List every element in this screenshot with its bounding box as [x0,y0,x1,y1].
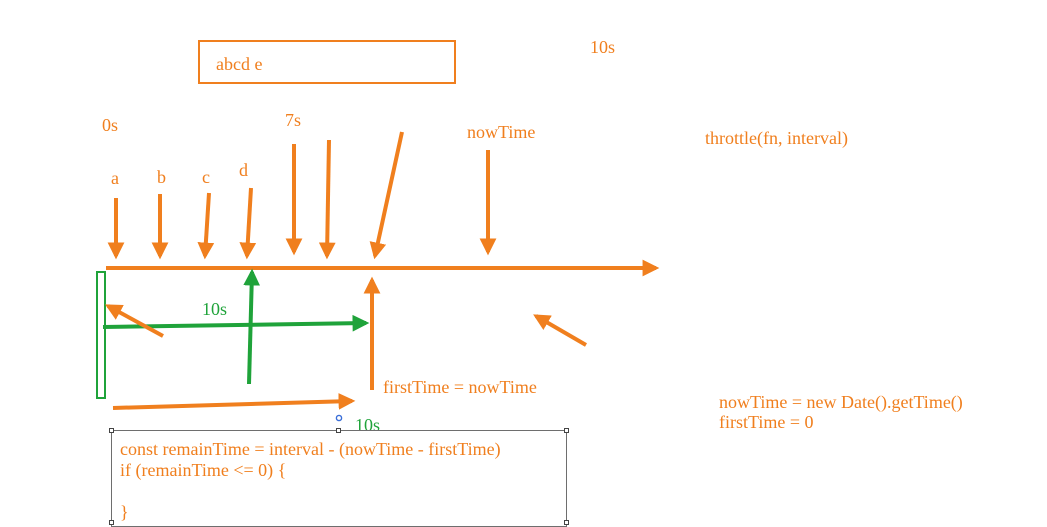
event-arrow-6 [318,139,336,260]
top-right-time-label: 10s [590,37,616,57]
event-buffer-text: abcd e [216,54,263,74]
code-line-1: const remainTime = interval - (nowTime -… [120,439,501,459]
throttle-signature: throttle(fn, interval) [705,128,848,148]
now-time-label: nowTime [467,122,536,142]
event-arrow-d [239,187,257,260]
anchor-dot [335,414,343,422]
bottom-interval-arrow [112,392,356,410]
event-label-b: b [157,167,166,187]
code-textbox[interactable]: const remainTime = interval - (nowTime -… [111,430,567,527]
event-label-c: c [202,167,210,187]
green-up-arrow [243,268,261,385]
init-line-1: nowTime = new Date().getTime() [719,392,963,412]
interval-green-label: 10s [202,299,228,319]
start-rect [96,271,106,399]
resize-handle-bottom-left[interactable] [109,520,114,525]
diagonal-arrow-right [533,314,588,347]
resize-handle-bottom-right[interactable] [564,520,569,525]
init-line-2: firstTime = 0 [719,412,814,432]
event-buffer-box: abcd e [198,40,456,84]
event-label-a: a [111,168,119,188]
diagonal-arrow-left [105,304,164,338]
interval-bottom-label: 10s [355,415,381,435]
event-label-d: d [239,160,248,180]
code-line-3: } [120,502,129,522]
event-arrow-slanted [369,131,404,260]
resize-handle-top-right[interactable] [564,428,569,433]
event-arrow-c [197,192,215,260]
time-start-label: 0s [102,115,119,135]
assign-label: firstTime = nowTime [383,377,537,397]
resize-handle-top-left[interactable] [109,428,114,433]
resize-handle-top-mid[interactable] [336,428,341,433]
time-mid-label: 7s [285,110,302,130]
code-line-2: if (remainTime <= 0) { [120,460,287,480]
